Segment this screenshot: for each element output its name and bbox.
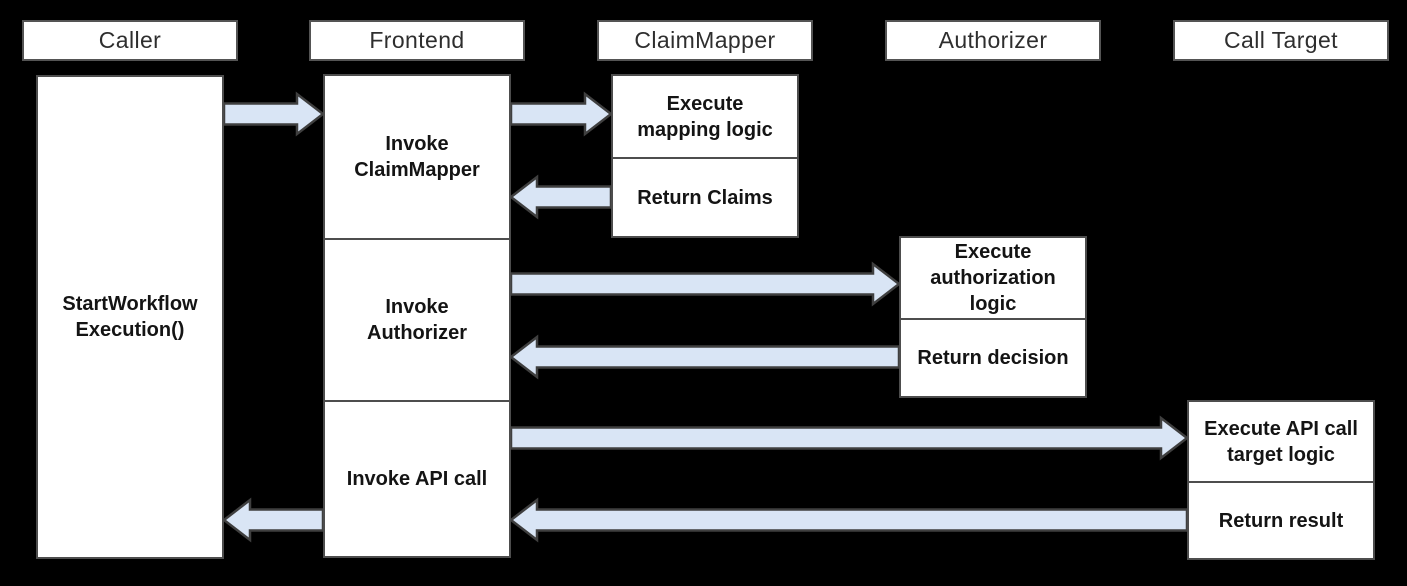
activation-cell-return-claims: Return Claims [613, 157, 797, 236]
participant-header-frontend: Frontend [309, 20, 525, 61]
activation-cell-execute-api-call-target-logic: Execute API call target logic [1189, 402, 1373, 481]
activation-caller: StartWorkflow Execution() [36, 75, 224, 559]
activation-cell-invoke-api-call: Invoke API call [325, 400, 509, 556]
activation-cell-execute-authorization-logic: Execute authorization logic [901, 238, 1085, 318]
message-arrow-frontend-to-calltarget [509, 415, 1190, 461]
activation-cell-label: Invoke API call [346, 468, 488, 490]
message-arrow-claimmapper-to-frontend [508, 174, 613, 220]
activation-cell-return-result: Return result [1189, 481, 1373, 558]
message-arrow-frontend-to-authorizer [509, 261, 902, 307]
activation-cell-startworkflowexecution: StartWorkflow Execution() [38, 77, 222, 557]
message-arrow-authorizer-to-frontend [508, 334, 901, 380]
activation-calltarget: Execute API call target logic Return res… [1187, 400, 1375, 560]
activation-claimmapper: Execute mapping logic Return Claims [611, 74, 799, 238]
activation-cell-label: Invoke Authorizer [367, 296, 467, 344]
message-arrow-caller-to-frontend [222, 91, 326, 137]
participant-header-calltarget: Call Target [1173, 20, 1389, 61]
participant-label: Call Target [1224, 27, 1338, 53]
activation-frontend: Invoke ClaimMapper Invoke Authorizer Inv… [323, 74, 511, 558]
activation-authorizer: Execute authorization logic Return decis… [899, 236, 1087, 398]
activation-cell-return-decision: Return decision [901, 318, 1085, 396]
message-arrow-calltarget-to-frontend [508, 497, 1189, 543]
participant-label: Caller [98, 27, 162, 53]
activation-cell-label: Return Claims [637, 186, 773, 209]
activation-cell-label: Return result [1218, 509, 1344, 532]
participant-header-authorizer: Authorizer [885, 20, 1101, 61]
participant-header-claimmapper: ClaimMapper [597, 20, 813, 61]
activation-cell-label: Invoke ClaimMapper [354, 133, 480, 181]
activation-cell-label: Return decision [917, 347, 1069, 369]
activation-cell-invoke-authorizer: Invoke Authorizer [325, 238, 509, 400]
participant-label: ClaimMapper [634, 27, 776, 53]
activation-cell-label: StartWorkflow Execution() [62, 293, 198, 341]
activation-cell-label: Execute API call target logic [1204, 417, 1358, 466]
activation-cell-execute-mapping-logic: Execute mapping logic [613, 76, 797, 157]
participant-label: Frontend [369, 27, 465, 53]
message-arrow-frontend-to-claimmapper [509, 91, 614, 137]
activation-cell-label: Execute mapping logic [637, 92, 773, 141]
activation-cell-label: Execute authorization logic [930, 241, 1056, 315]
message-arrow-frontend-to-caller [221, 497, 325, 543]
participant-header-caller: Caller [22, 20, 238, 61]
activation-cell-invoke-claimmapper: Invoke ClaimMapper [325, 76, 509, 238]
participant-label: Authorizer [938, 27, 1048, 53]
